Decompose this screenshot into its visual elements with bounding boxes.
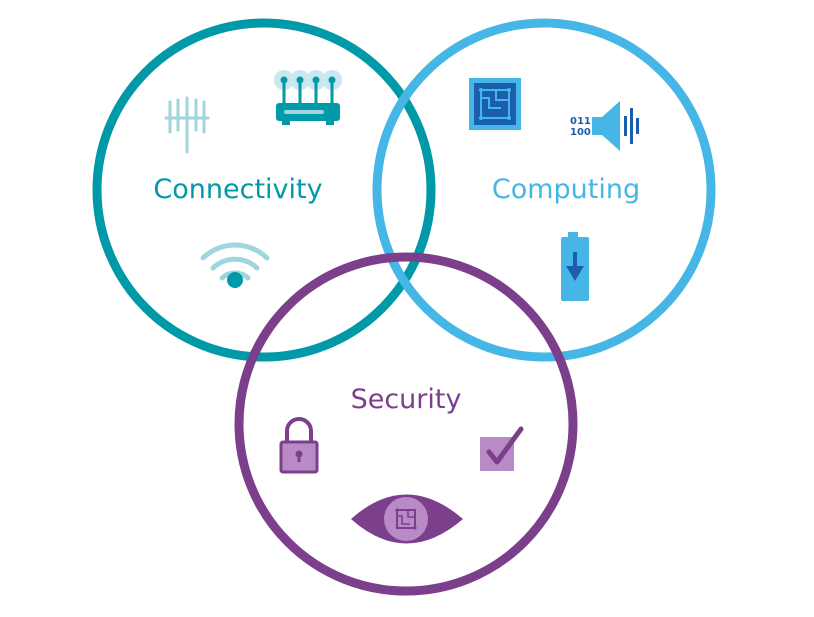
binary-line-1: 011 <box>570 116 591 127</box>
padlock-icon <box>279 417 319 474</box>
connectivity-label: Connectivity <box>153 174 322 205</box>
security-circle <box>234 252 578 596</box>
connectivity-circle <box>92 18 436 362</box>
wifi-signal-dot <box>227 272 243 288</box>
checkbox-icon <box>480 426 524 471</box>
binary-speaker-icon: 011 100 <box>570 101 639 151</box>
eye-chip-icon <box>351 494 463 544</box>
computing-label: Computing <box>492 174 640 205</box>
binary-line-2: 100 <box>570 127 591 138</box>
wifi-router-icon <box>274 70 342 125</box>
computing-circle <box>372 18 716 362</box>
security-label: Security <box>351 384 462 415</box>
processor-chip-icon <box>469 78 521 130</box>
battery-download-icon <box>561 232 589 301</box>
cell-antenna-icon <box>164 96 210 154</box>
